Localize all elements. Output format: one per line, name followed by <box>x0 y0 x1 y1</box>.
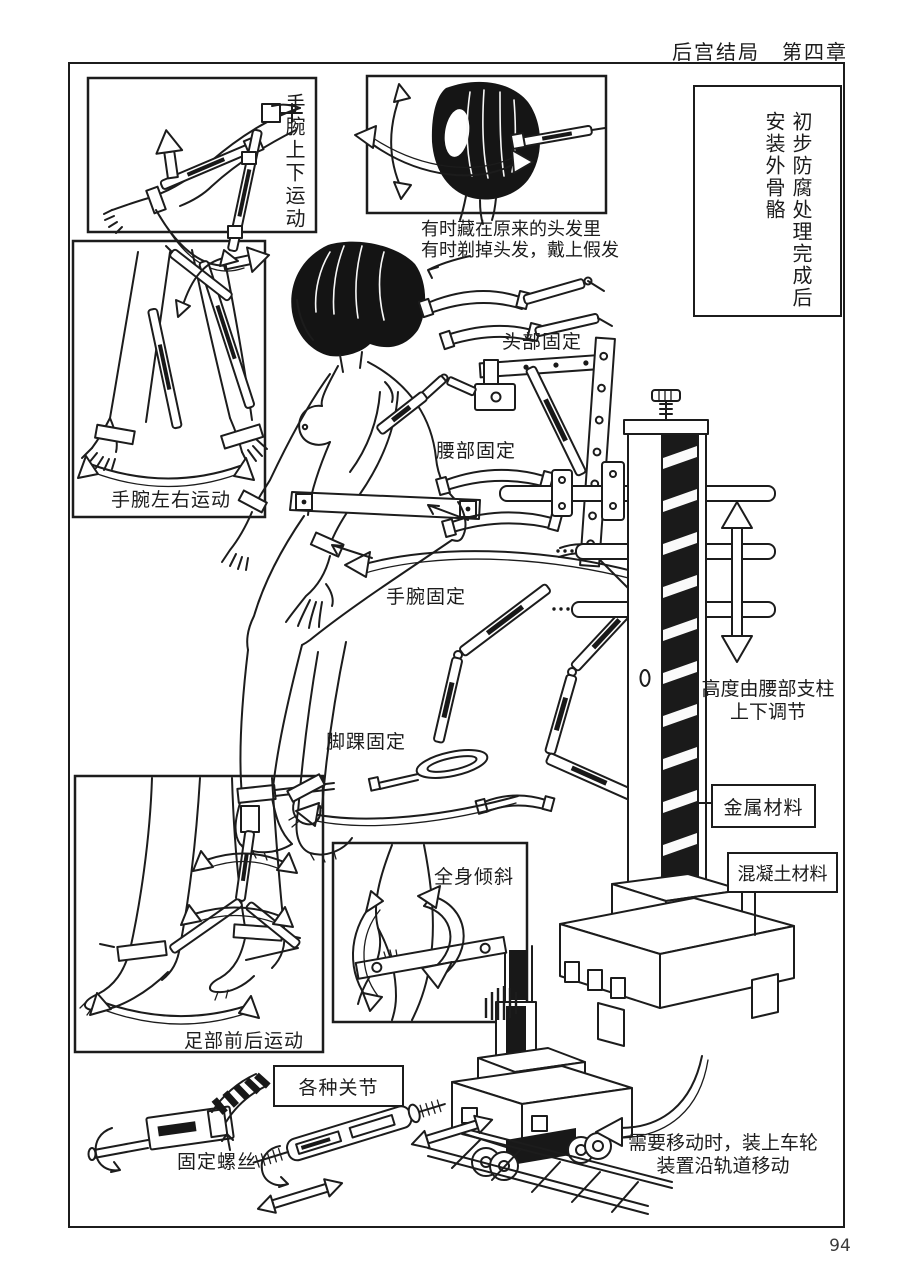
label-wrist-updown: 手腕上下运动 <box>282 93 306 231</box>
exo-frame <box>376 336 637 597</box>
head-caption-line1: 有时藏在原来的头发里 <box>421 219 601 240</box>
joints-art <box>252 1099 494 1214</box>
page-number: 94 <box>829 1236 851 1256</box>
head-caption: 有时藏在原来的头发里 有时剃掉头发，戴上假发 <box>421 219 619 261</box>
label-head-fix: 头部固定 <box>502 331 583 353</box>
height-note: 高度由腰部支柱 上下调节 <box>688 678 848 724</box>
exo-legs <box>367 583 643 815</box>
inset-box-wrist-updown <box>86 76 318 234</box>
main-frame <box>68 62 845 1228</box>
joint-screw-art <box>87 1072 271 1173</box>
exo-head-bands <box>417 276 613 351</box>
head-leader-arrow <box>427 255 471 279</box>
label-wrist-leftright: 手腕左右运动 <box>110 489 231 511</box>
arrow-right <box>222 246 271 273</box>
page-header: 后宫结局 第四章 <box>672 40 848 64</box>
label-joints: 各种关节 <box>273 1065 404 1107</box>
figure-hair <box>291 241 426 357</box>
height-note-line2: 上下调节 <box>729 701 806 723</box>
figure <box>221 241 481 863</box>
intro-line-1: 初步防腐处理完成后 <box>789 111 813 309</box>
height-arrow <box>721 501 753 663</box>
label-material-concrete: 混凝土材料 <box>727 852 838 893</box>
move-note: 需要移动时，装上车轮 装置沿轨道移动 <box>618 1132 828 1178</box>
inset-box-tilt <box>331 841 529 1024</box>
inset-box-foot <box>73 774 325 1054</box>
label-screw: 固定螺丝 <box>177 1151 258 1173</box>
support-column <box>623 389 709 908</box>
label-waist-fix: 腰部固定 <box>436 440 517 462</box>
height-note-line1: 高度由腰部支柱 <box>701 678 835 700</box>
label-tilt: 全身倾斜 <box>434 866 515 888</box>
label-foot: 足部前后运动 <box>184 1030 305 1052</box>
move-note-line1: 需要移动时，装上车轮 <box>627 1132 818 1154</box>
foot-art <box>79 773 326 1025</box>
intro-text-box: 初步防腐处理完成后 安装外骨骼 <box>693 85 842 317</box>
arrow-up <box>155 129 184 180</box>
intro-line-2: 安装外骨骼 <box>762 111 786 221</box>
rail-cart <box>427 945 709 1215</box>
pedestal <box>559 802 795 1047</box>
head-caption-line2: 有时剃掉头发，戴上假发 <box>421 240 619 261</box>
head-art <box>354 81 606 225</box>
wrist-updown-art <box>103 103 303 273</box>
label-material-metal: 金属材料 <box>711 784 816 828</box>
inset-borders <box>71 74 608 1054</box>
wrist-leftright-art <box>77 245 268 488</box>
tilt-art <box>352 844 518 1021</box>
move-note-line2: 装置沿轨道移动 <box>656 1155 790 1177</box>
label-ankle-fix: 脚踝固定 <box>326 731 407 753</box>
label-wrist-fix: 手腕固定 <box>386 586 467 608</box>
inset-box-wrist-leftright <box>71 239 267 519</box>
